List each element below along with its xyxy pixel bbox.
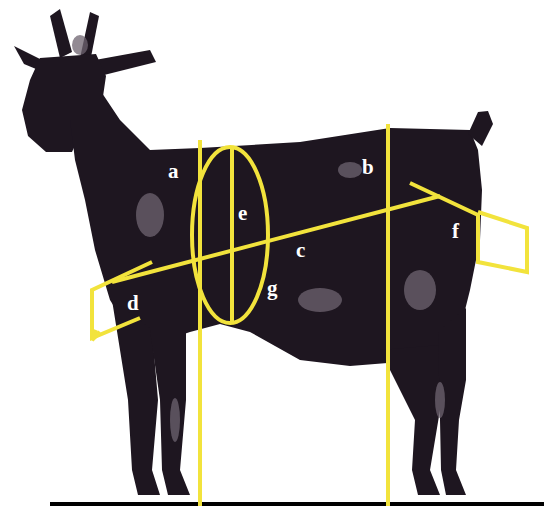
callout-letter: a (168, 161, 179, 182)
callout-letter: f (452, 221, 459, 242)
goat-horn (50, 9, 72, 58)
bracket-arrow (92, 330, 100, 340)
girth-ellipse (192, 147, 268, 323)
coat-patch (404, 270, 436, 310)
coat-patch (338, 162, 362, 178)
coat-patch (435, 382, 445, 418)
goat-leg (150, 330, 190, 495)
callout-letter: e (238, 203, 247, 224)
coat-patch (298, 288, 342, 312)
goat-silhouette (14, 9, 493, 495)
height-line (198, 140, 202, 506)
callout-letter: b (362, 157, 374, 178)
measurement-lines (92, 124, 527, 506)
callout-letter: d (127, 293, 139, 314)
width-bracket (410, 183, 527, 272)
width-bracket (92, 262, 152, 338)
coat-patch (170, 398, 180, 442)
length-line (112, 196, 440, 282)
coat-patch (136, 193, 164, 237)
callout-letter: g (267, 278, 278, 299)
depth-line (230, 148, 234, 322)
height-line (386, 124, 390, 506)
coat-patch (72, 35, 88, 55)
goat-tail (468, 111, 493, 146)
goat-leg (112, 300, 160, 495)
ground-line (50, 502, 544, 506)
callout-letter: c (296, 240, 305, 261)
